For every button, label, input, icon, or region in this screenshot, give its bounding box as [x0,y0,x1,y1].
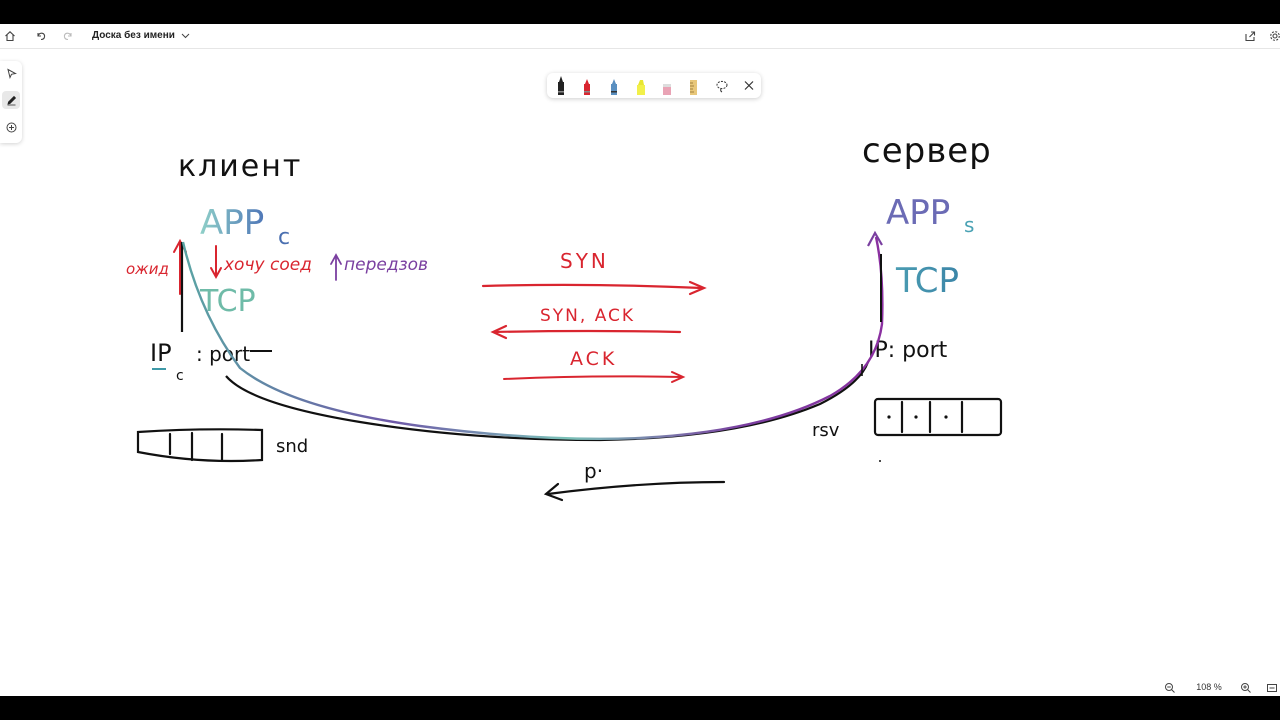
p-label: p· [584,459,603,483]
fit-screen-icon [1267,684,1277,692]
board-title-text: Доска без имени [92,30,175,41]
app-server-label: APP [886,193,950,233]
eraser-icon [663,84,671,95]
blue-pen-button[interactable] [605,75,623,96]
rsv-label: rsv [812,420,840,441]
app-client-subscript: c [278,225,290,250]
black-pen-button[interactable] [552,75,570,96]
want-connect-label: хочу соед [223,255,312,275]
left-tool-rail [0,61,22,143]
lasso-button[interactable] [713,75,731,96]
share-button[interactable] [1241,27,1259,45]
black-pen-icon [558,76,564,95]
yellow-highlighter-icon [637,80,645,95]
chevron-down-icon [181,33,190,39]
drawing-canvas[interactable]: клиент сервер APP c APP s TCP TCP ожид х… [0,24,1280,696]
pen-toolbar [547,73,761,98]
return-arrow [543,480,726,502]
close-icon [744,81,754,90]
redo-icon [63,32,72,41]
top-toolbar: Доска без имени [0,24,1280,49]
wait-label: ожид [126,260,169,278]
ip-server-label: IP: port [868,338,948,363]
zoom-in-button[interactable] [1240,680,1252,696]
highlighter-button[interactable] [632,75,650,96]
tcp-server-label: TCP [895,261,959,301]
ack-label: ACK [570,348,617,370]
send-buffer [136,428,264,463]
pen-tool-button[interactable] [2,91,20,109]
add-button[interactable] [2,118,20,136]
home-button[interactable] [1,27,19,45]
fit-to-screen-button[interactable] [1266,680,1278,696]
undo-icon [37,32,46,41]
close-penbar-button[interactable] [740,75,758,96]
zoom-level: 108 % [1196,682,1222,692]
blue-pen-icon [611,79,617,95]
zoom-out-icon [1165,683,1175,693]
connection-curve [225,361,870,442]
snd-label: snd [276,436,308,457]
eraser-button[interactable] [658,75,676,96]
server-arrowhead [867,230,883,247]
pen-icon [6,95,16,105]
red-pen-icon [584,79,590,95]
zoom-out-button[interactable] [1164,680,1176,696]
syn-arrow [481,280,707,296]
redo-button[interactable] [59,27,77,45]
whiteboard-app: Доска без имени [0,24,1280,696]
port-client-label: : port [196,342,250,366]
red-pen-button[interactable] [578,75,596,96]
receive-buffer [873,397,1003,437]
share-icon [1245,31,1256,42]
plus-circle-icon [6,122,16,132]
ruler-button[interactable] [685,75,703,96]
app-server-subscript: s [964,213,974,237]
undo-button[interactable] [32,27,50,45]
ip-client-subscript: c [176,368,184,384]
syn-ack-arrow [490,324,682,340]
lasso-icon [716,80,728,93]
transfer-label: передзов [344,255,428,275]
app-client-label: APP [200,203,264,243]
ip-client-label: IP [150,339,172,367]
client-label: клиент [178,149,302,184]
syn-label: SYN [560,249,609,273]
select-tool-button[interactable] [2,64,20,82]
settings-button[interactable] [1266,27,1280,45]
want-connect-arrow [210,245,222,280]
ack-arrow [503,371,686,383]
server-label: сервер [862,131,992,171]
transfer-arrow [330,253,342,281]
ruler-icon [690,80,697,95]
syn-ack-label: SYN, ACK [540,306,635,326]
receive-buffer-dots [879,415,948,462]
pointer-icon [6,68,17,79]
gear-icon [1270,31,1280,41]
zoom-in-icon [1241,683,1251,693]
home-icon [5,31,15,42]
board-title[interactable]: Доска без имени [92,29,190,43]
data-path-curve [181,236,884,440]
